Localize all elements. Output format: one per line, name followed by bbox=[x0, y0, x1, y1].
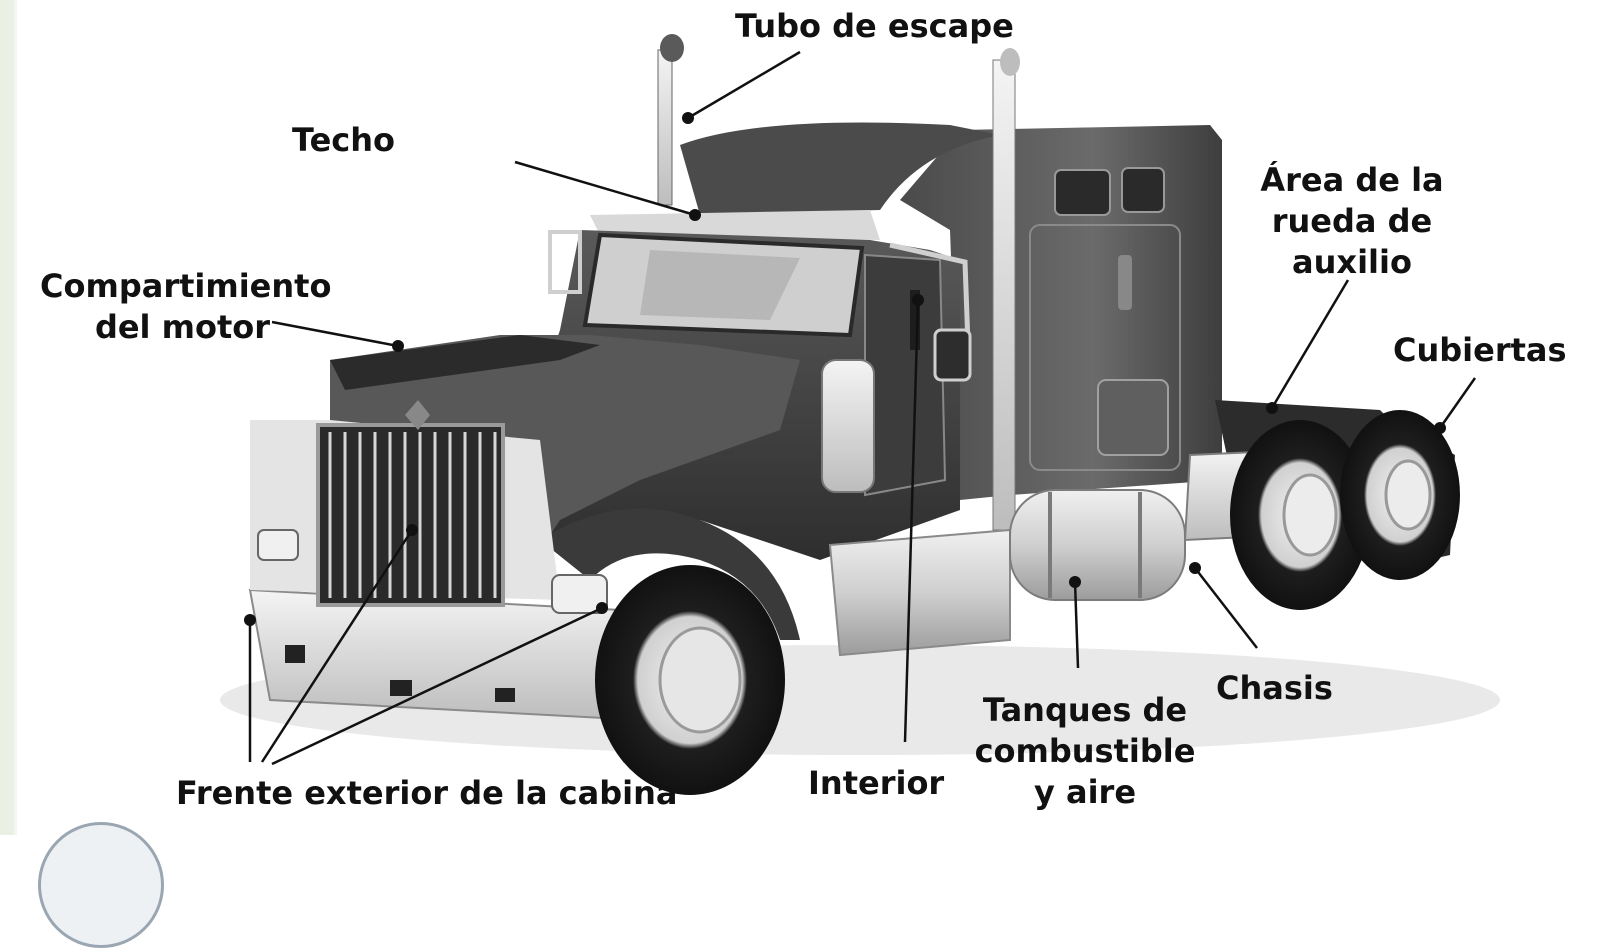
exhaust-stack-right bbox=[992, 59, 1016, 531]
dot-interior bbox=[912, 294, 924, 306]
leader-rueda bbox=[1270, 279, 1350, 409]
dot-frente-1 bbox=[244, 614, 256, 626]
leader-chasis bbox=[1194, 567, 1258, 649]
dot-frente-2 bbox=[406, 524, 418, 536]
leader-techo bbox=[514, 160, 696, 217]
leader-frente-3 bbox=[271, 606, 603, 766]
exhaust-stack-left bbox=[657, 49, 673, 206]
leader-tubo bbox=[687, 50, 801, 120]
mirror-right bbox=[933, 328, 972, 382]
label-compartimiento: Compartimiento del motor bbox=[40, 266, 332, 348]
grille bbox=[316, 423, 505, 607]
leader-tanques bbox=[1073, 581, 1080, 669]
leader-compartimiento bbox=[271, 320, 399, 348]
air-cleaner bbox=[821, 359, 875, 493]
bumper-slot-2 bbox=[390, 680, 412, 696]
left-edge-stripe-light bbox=[14, 0, 17, 835]
label-rueda-line3: auxilio bbox=[1292, 243, 1412, 281]
roof-visor bbox=[590, 210, 880, 240]
leader-frente-2 bbox=[260, 529, 414, 763]
label-compartimiento-line1: Compartimiento bbox=[40, 267, 332, 305]
label-rueda-line2: rueda de bbox=[1271, 202, 1433, 240]
sleeper-window-1 bbox=[1054, 169, 1111, 216]
grille-bars bbox=[328, 432, 497, 598]
hood-top-band bbox=[330, 335, 600, 390]
sleeper-door-panel bbox=[1029, 224, 1181, 471]
label-rueda-line1: Área de la bbox=[1260, 161, 1444, 199]
label-tubo-de-escape: Tubo de escape bbox=[735, 7, 1014, 45]
front-fender bbox=[540, 508, 800, 640]
sleeper-compartment-door bbox=[1097, 379, 1169, 456]
label-tanques-line1: Tanques de bbox=[982, 691, 1188, 729]
headlight-right bbox=[551, 574, 608, 614]
dot-techo bbox=[689, 209, 701, 221]
dot-cubiertas bbox=[1434, 422, 1446, 434]
label-tanques-line2: combustible bbox=[974, 732, 1196, 770]
dot-tanques bbox=[1069, 576, 1081, 588]
dot-compartimiento bbox=[392, 340, 404, 352]
dot-chasis bbox=[1189, 562, 1201, 574]
label-area-rueda-auxilio: Área de la rueda de auxilio bbox=[1252, 160, 1452, 283]
label-cubiertas: Cubiertas bbox=[1393, 331, 1567, 369]
label-tanques: Tanques de combustible y aire bbox=[960, 690, 1210, 813]
exhaust-cap-right bbox=[1000, 48, 1020, 76]
bumper-slot-1 bbox=[285, 645, 305, 663]
leader-interior bbox=[903, 299, 920, 743]
leader-cubiertas bbox=[1438, 377, 1477, 429]
label-frente-exterior: Frente exterior de la cabina bbox=[176, 774, 678, 812]
sleeper-window-2 bbox=[1121, 167, 1165, 213]
truck-diagram bbox=[220, 34, 1500, 795]
headlight-left bbox=[257, 529, 299, 561]
rear-wheel-2-hub bbox=[1384, 459, 1432, 531]
fuel-tank bbox=[1009, 489, 1186, 601]
left-edge-stripe bbox=[0, 0, 14, 835]
logo-seal bbox=[38, 822, 164, 948]
exhaust-cap-left bbox=[660, 34, 684, 62]
door-handle bbox=[910, 290, 920, 350]
dot-tubo bbox=[682, 112, 694, 124]
label-compartimiento-line2: del motor bbox=[94, 308, 271, 346]
cab-door bbox=[864, 253, 947, 497]
label-techo: Techo bbox=[292, 121, 396, 159]
rear-wheel-1-hub bbox=[1282, 473, 1338, 557]
roof-fairing bbox=[680, 122, 1000, 215]
hood bbox=[330, 335, 800, 550]
label-interior: Interior bbox=[808, 764, 945, 802]
mirror-arm bbox=[889, 242, 971, 346]
grille-emblem bbox=[405, 400, 430, 430]
label-chasis: Chasis bbox=[1216, 669, 1333, 707]
mirror-left bbox=[548, 230, 582, 294]
leader-dots bbox=[244, 112, 1446, 626]
front-wheel-hub bbox=[658, 626, 742, 734]
windshield-reflection bbox=[640, 250, 800, 320]
dot-rueda bbox=[1266, 402, 1278, 414]
label-tanques-line3: y aire bbox=[1033, 773, 1137, 811]
sleeper-handle bbox=[1118, 255, 1132, 310]
step-box bbox=[828, 528, 1011, 657]
dot-frente-3 bbox=[596, 602, 608, 614]
leader-lines bbox=[248, 50, 1477, 766]
bumper-slot-3 bbox=[495, 688, 515, 702]
